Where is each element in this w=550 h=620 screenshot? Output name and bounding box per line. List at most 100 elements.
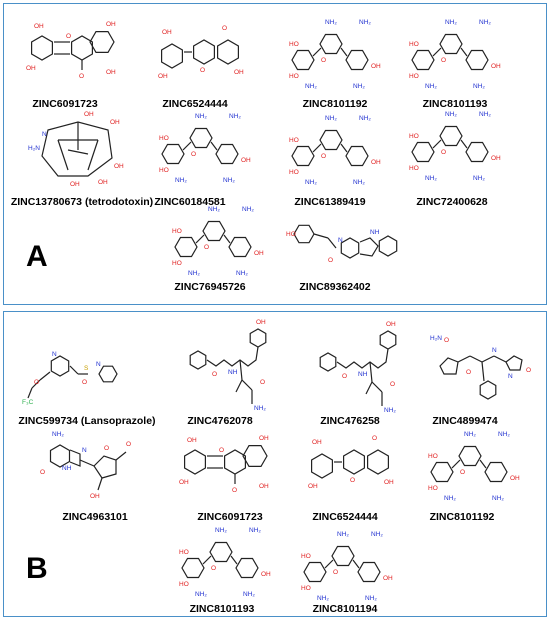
svg-text:NH₂: NH₂ — [236, 270, 248, 277]
panel-a-letter: A — [26, 240, 48, 273]
svg-text:OH: OH — [259, 483, 269, 490]
svg-text:NH₂: NH₂ — [229, 113, 241, 120]
svg-text:OH: OH — [383, 575, 393, 582]
svg-text:HO: HO — [289, 73, 299, 80]
svg-text:O: O — [34, 379, 39, 386]
svg-text:OH: OH — [26, 65, 36, 72]
svg-text:O: O — [79, 73, 84, 80]
svg-text:OH: OH — [179, 479, 189, 486]
svg-text:OH: OH — [106, 21, 116, 28]
compound-label: ZINC4899474 — [432, 415, 498, 427]
svg-text:O: O — [104, 445, 109, 452]
svg-text:NH₂: NH₂ — [384, 407, 396, 414]
svg-text:NH₂: NH₂ — [492, 495, 504, 502]
svg-text:H₂N: H₂N — [430, 335, 442, 342]
svg-text:HO: HO — [179, 549, 189, 556]
svg-text:O: O — [212, 371, 217, 378]
svg-text:OH: OH — [256, 319, 266, 326]
svg-text:HO: HO — [409, 165, 419, 172]
svg-text:O: O — [526, 367, 531, 374]
compound-label: ZINC13780673 (tetrodotoxin) — [10, 196, 154, 208]
svg-text:OH: OH — [384, 479, 394, 486]
svg-text:NH₂: NH₂ — [479, 111, 491, 118]
svg-text:OH: OH — [241, 157, 251, 164]
svg-text:HO: HO — [179, 581, 189, 588]
svg-text:NH₂: NH₂ — [464, 431, 476, 438]
svg-text:O: O — [204, 244, 209, 251]
svg-text:OH: OH — [491, 155, 501, 162]
svg-text:NH₂: NH₂ — [498, 431, 510, 438]
svg-text:N: N — [42, 131, 47, 138]
svg-text:F₃C: F₃C — [22, 399, 34, 406]
compound-label: ZINC6091723 — [197, 511, 263, 523]
svg-text:OH: OH — [162, 29, 172, 36]
svg-text:HO: HO — [289, 137, 299, 144]
svg-text:OH: OH — [106, 69, 116, 76]
svg-text:NH₂: NH₂ — [445, 19, 457, 26]
svg-text:OH: OH — [114, 163, 124, 170]
compound-label: ZINC4762078 — [187, 415, 253, 427]
svg-text:O: O — [342, 373, 347, 380]
compound-label: ZINC476258 — [320, 415, 380, 427]
svg-text:O: O — [82, 379, 87, 386]
svg-text:O: O — [333, 569, 338, 576]
svg-text:O: O — [350, 477, 355, 484]
compound-label: ZINC89362402 — [299, 281, 371, 293]
svg-text:HO: HO — [409, 73, 419, 80]
panel-b-letter: B — [26, 552, 48, 585]
svg-text:OH: OH — [158, 73, 168, 80]
svg-text:O: O — [390, 381, 395, 388]
compound-label: ZINC8101192 — [302, 98, 368, 110]
svg-text:HO: HO — [409, 41, 419, 48]
compound-label: ZINC61389419 — [294, 196, 366, 208]
svg-text:NH₂: NH₂ — [479, 19, 491, 26]
svg-text:NH₂: NH₂ — [243, 591, 255, 598]
svg-text:OH: OH — [98, 179, 108, 186]
svg-text:OH: OH — [34, 23, 44, 30]
compound-label: ZINC6091723 — [32, 98, 98, 110]
svg-text:O: O — [321, 57, 326, 64]
svg-text:OH: OH — [261, 571, 271, 578]
svg-text:NH₂: NH₂ — [473, 175, 485, 182]
svg-text:OH: OH — [308, 483, 318, 490]
svg-text:HO: HO — [159, 167, 169, 174]
svg-text:NH₂: NH₂ — [473, 83, 485, 90]
svg-text:HO: HO — [409, 133, 419, 140]
svg-text:HO: HO — [289, 41, 299, 48]
svg-text:NH₂: NH₂ — [254, 405, 266, 412]
svg-text:NH: NH — [62, 465, 72, 472]
svg-text:H₂N: H₂N — [28, 145, 40, 152]
svg-text:O: O — [191, 151, 196, 158]
svg-text:O: O — [321, 153, 326, 160]
svg-text:O: O — [232, 487, 237, 494]
svg-text:NH₂: NH₂ — [195, 113, 207, 120]
svg-text:O: O — [441, 57, 446, 64]
svg-text:NH₂: NH₂ — [445, 111, 457, 118]
svg-text:OH: OH — [371, 63, 381, 70]
svg-text:OH: OH — [259, 435, 269, 442]
compound-label: ZINC8101192 — [429, 511, 495, 523]
svg-text:NH₂: NH₂ — [325, 19, 337, 26]
svg-text:OH: OH — [386, 321, 396, 328]
svg-text:NH₂: NH₂ — [359, 115, 371, 122]
svg-text:NH₂: NH₂ — [305, 179, 317, 186]
svg-text:OH: OH — [90, 493, 100, 500]
svg-text:O: O — [222, 25, 227, 32]
svg-text:NH₂: NH₂ — [175, 177, 187, 184]
svg-text:NH₂: NH₂ — [425, 175, 437, 182]
svg-text:HO: HO — [301, 585, 311, 592]
svg-text:HO: HO — [286, 231, 296, 238]
